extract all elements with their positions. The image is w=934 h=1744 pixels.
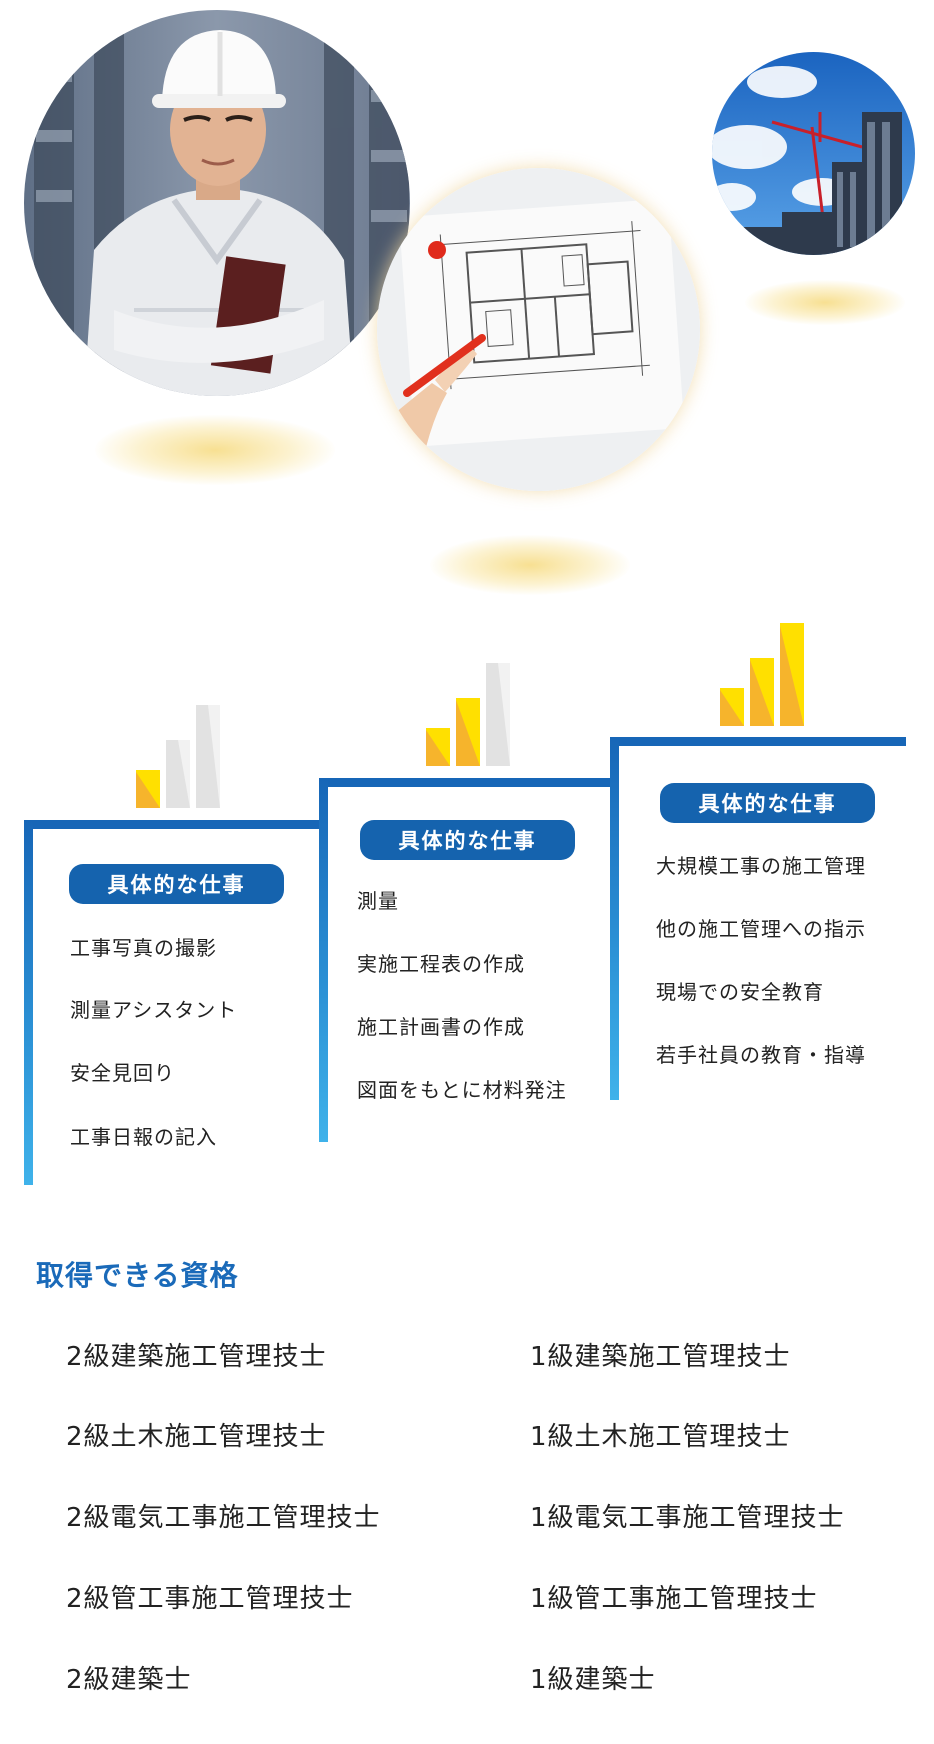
step-2-top-line — [319, 778, 619, 787]
qual-left-1: 2級建築施工管理技士 — [66, 1342, 327, 1372]
step-2-task-3: 施工計画書の作成 — [357, 1015, 525, 1039]
step-1-task-3: 安全見回り — [70, 1061, 175, 1085]
step-3-badge: 具体的な仕事 — [660, 783, 875, 823]
step-1-left-line — [24, 820, 33, 1185]
qualifications-title: 取得できる資格 — [36, 1259, 239, 1292]
qual-right-5: 1級建築士 — [530, 1665, 656, 1695]
step-1-task-1: 工事写真の撮影 — [70, 936, 217, 960]
crane-photo — [712, 52, 915, 255]
level-bar-1-shade — [136, 772, 160, 808]
level-icon-step-3 — [720, 623, 804, 726]
step-2-task-4: 図面をもとに材料発注 — [357, 1078, 567, 1102]
step-3-left-line — [610, 737, 619, 1100]
step-3-task-1: 大規模工事の施工管理 — [656, 854, 866, 878]
photo-shadow-crane — [745, 280, 905, 325]
step-3-top-line — [610, 737, 906, 746]
step-1-top-line — [24, 820, 328, 829]
qual-left-5: 2級建築士 — [66, 1665, 192, 1695]
qual-left-4: 2級管工事施工管理技士 — [66, 1584, 354, 1614]
photo-shadow-worker — [95, 415, 335, 485]
worker-photo — [24, 10, 410, 396]
qual-left-2: 2級土木施工管理技士 — [66, 1422, 327, 1452]
step-3-task-4: 若手社員の教育・指導 — [656, 1043, 866, 1067]
qual-right-2: 1級土木施工管理技士 — [530, 1422, 791, 1452]
step-2-left-line — [319, 778, 328, 1142]
qual-left-3: 2級電気工事施工管理技士 — [66, 1503, 381, 1533]
step-1-task-4: 工事日報の記入 — [70, 1125, 217, 1149]
step-3-task-3: 現場での安全教育 — [656, 980, 824, 1004]
photo-shadow-blueprint — [430, 535, 630, 595]
step-2-task-2: 実施工程表の作成 — [357, 952, 525, 976]
qual-right-1: 1級建築施工管理技士 — [530, 1342, 791, 1372]
step-3-task-2: 他の施工管理への指示 — [656, 917, 866, 941]
step-2-task-1: 測量 — [357, 889, 399, 913]
step-2-badge: 具体的な仕事 — [360, 820, 575, 860]
step-1-task-2: 測量アシスタント — [70, 998, 238, 1022]
level-icon-step-1 — [136, 705, 220, 808]
step-1-badge: 具体的な仕事 — [69, 864, 284, 904]
qual-right-4: 1級管工事施工管理技士 — [530, 1584, 818, 1614]
blueprint-photo — [377, 168, 700, 491]
qual-right-3: 1級電気工事施工管理技士 — [530, 1503, 845, 1533]
level-icon-step-2 — [426, 663, 510, 766]
